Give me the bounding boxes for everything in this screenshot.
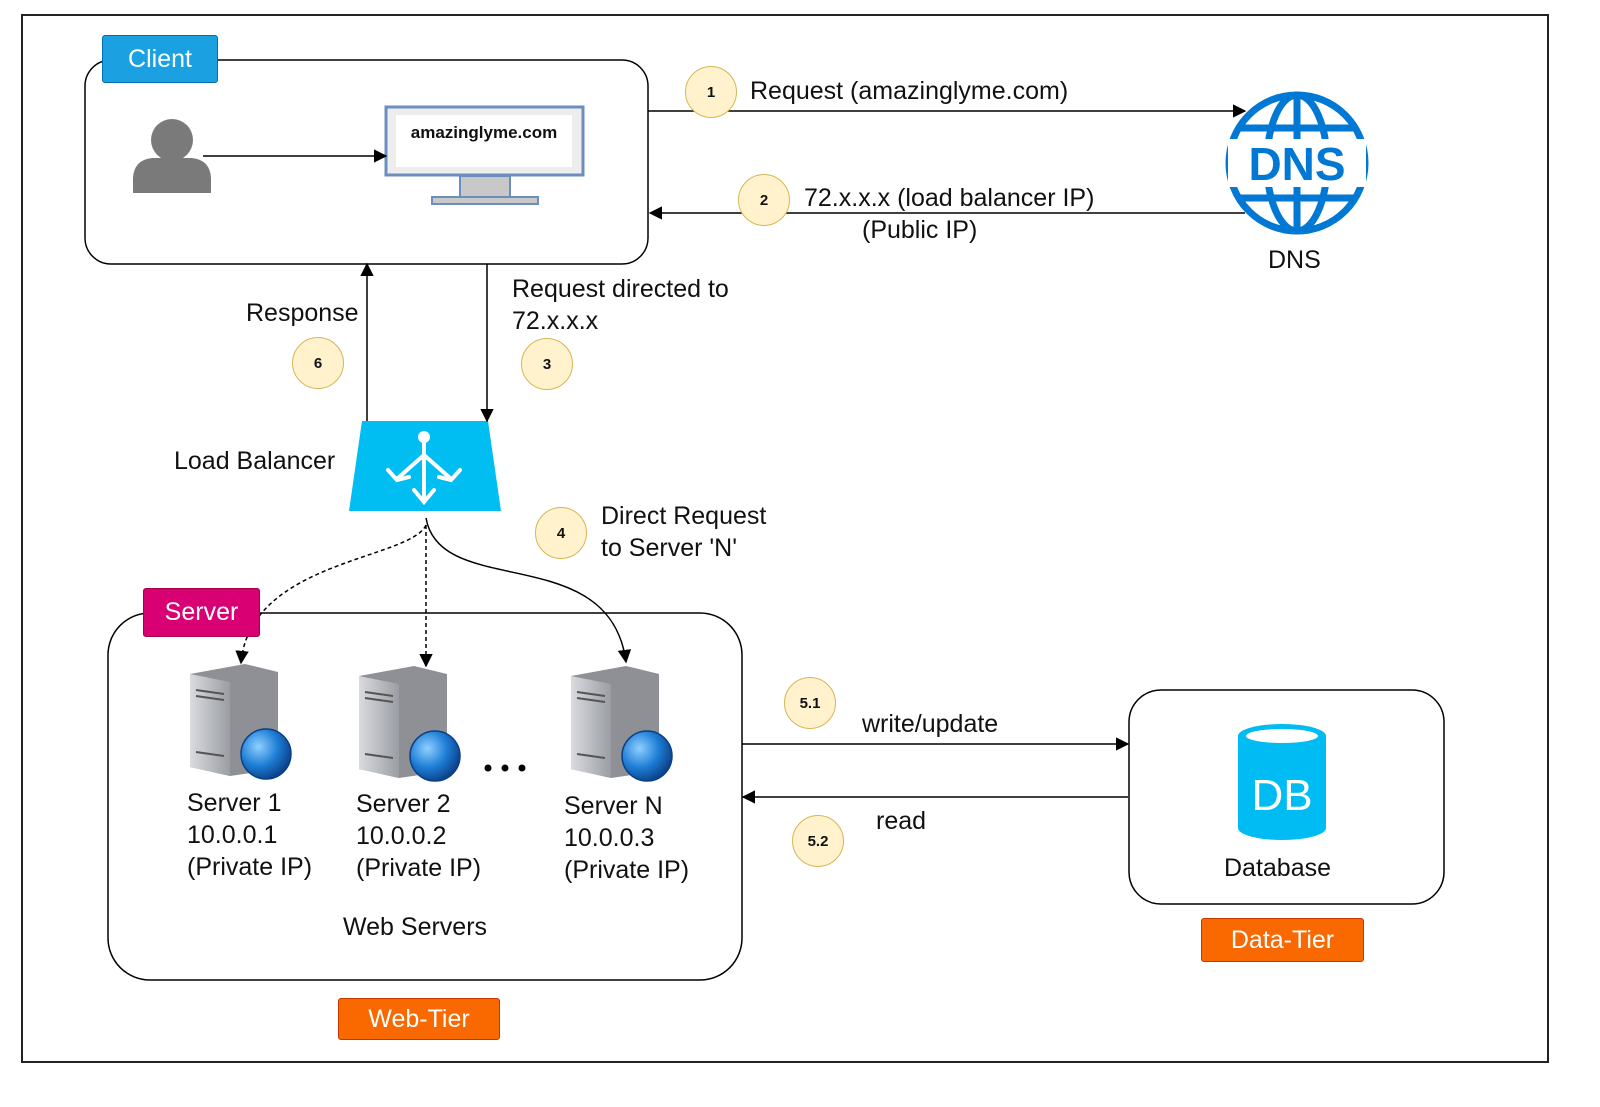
database-icon [1238, 724, 1326, 840]
step-5-1-badge: 5.1 [784, 677, 836, 729]
more-servers-dots [484, 764, 526, 772]
monitor-icon [384, 105, 585, 205]
dns-icon-text: DNS [1248, 138, 1345, 190]
step-2-label: 72.x.x.x (load balancer IP) [804, 184, 1095, 212]
step-5-2-label: read [876, 807, 927, 835]
database-icon-text: DB [1251, 771, 1312, 820]
server-tag: Server [143, 588, 260, 637]
step-6-badge: 6 [292, 337, 344, 389]
step-5-2-badge: 5.2 [792, 815, 844, 867]
step-1-badge: 1 [685, 66, 737, 118]
database-label: Database [1224, 854, 1332, 882]
web-servers-caption: Web Servers [343, 913, 488, 941]
monitor-url: amazinglyme.com [410, 123, 558, 142]
outer-frame [21, 14, 1549, 1063]
step-6-label: Response [246, 299, 359, 327]
step-5-1-label: write/update [862, 710, 999, 738]
step-2-badge: 2 [738, 174, 790, 226]
client-tag: Client [102, 35, 218, 83]
web-tier-tag: Web-Tier [338, 998, 500, 1040]
step-4-badge: 4 [535, 507, 587, 559]
data-tier-tag: Data-Tier [1201, 918, 1364, 962]
arrow-lb-to-server-1 [235, 524, 427, 665]
dns-label: DNS [1268, 246, 1321, 274]
load-balancer-label: Load Balancer [174, 447, 336, 475]
step-3-label: Request directed to 72.x.x.x [512, 275, 729, 335]
server-2-label: Server 2 10.0.0.2 (Private IP) [356, 790, 482, 882]
step-3-badge: 3 [521, 338, 573, 390]
arrow-lb-to-server-n [425, 517, 632, 664]
server-icon [190, 664, 292, 780]
server-icon [359, 666, 461, 782]
step-4-label: Direct Request to Server 'N' [601, 502, 767, 562]
server-n-label: Server N 10.0.0.3 (Private IP) [564, 792, 690, 884]
server-1-label: Server 1 10.0.0.1 (Private IP) [187, 789, 313, 881]
load-balancer-icon[interactable] [349, 421, 501, 511]
step-2-sublabel: (Public IP) [862, 216, 978, 244]
step-1-label: Request (amazinglyme.com) [750, 77, 1069, 105]
server-icon [571, 666, 673, 782]
user-icon [133, 119, 211, 193]
